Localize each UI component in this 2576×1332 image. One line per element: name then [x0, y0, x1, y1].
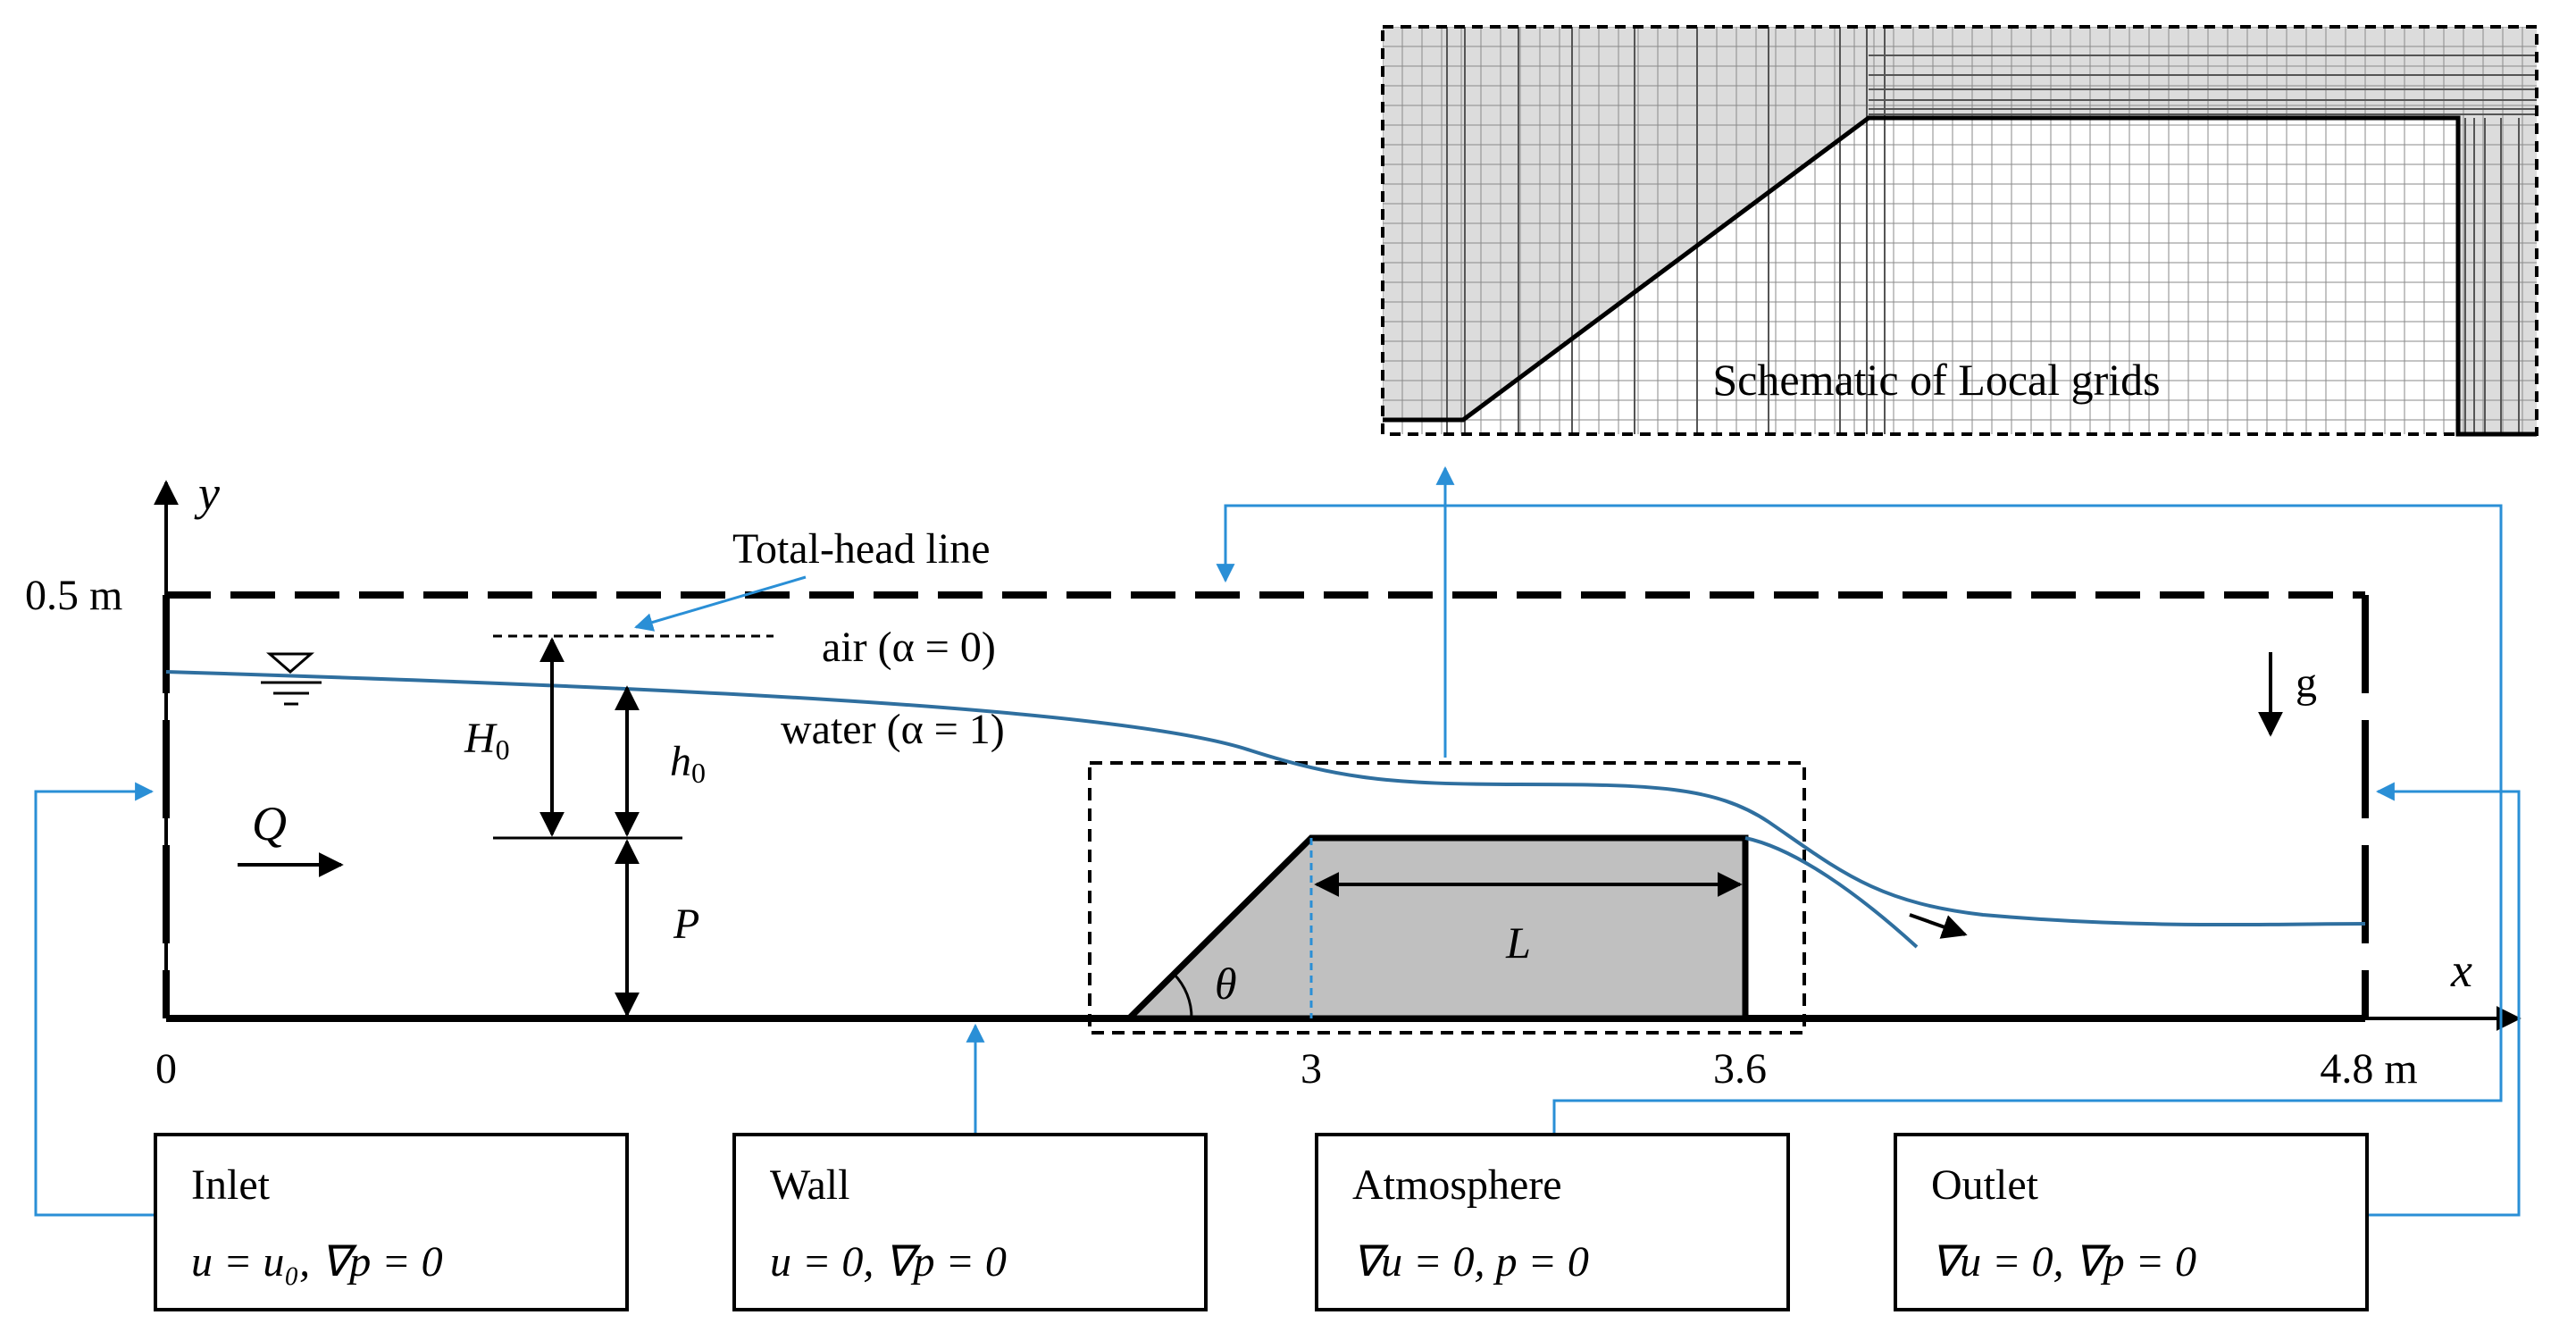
- bc-box-frame: [732, 1133, 1208, 1311]
- total-head-label: Total-head line: [732, 525, 991, 573]
- x-tick-3-6: 3.6: [1713, 1045, 1767, 1093]
- local-region-box: [1088, 761, 1806, 1035]
- y-axis-label: y: [194, 466, 220, 520]
- atmosphere-connector: [1216, 504, 2503, 1135]
- lower-nappe: [1744, 836, 1919, 949]
- bc-name: Outlet: [1931, 1161, 2039, 1209]
- bc-condition: u = u₀, ∇p = 0: [191, 1238, 443, 1286]
- bc-box-atmosphere: Atmosphere ∇u = 0, p = 0: [1315, 1133, 1790, 1311]
- bc-box-inlet: Inlet u = u₀, ∇p = 0: [154, 1133, 629, 1311]
- bc-name: Inlet: [191, 1161, 271, 1209]
- P-label: P: [673, 901, 699, 948]
- x-tick-3: 3: [1301, 1045, 1322, 1093]
- bc-box-frame: [1315, 1133, 1790, 1311]
- inset-caption: Schematic of Local grids: [1712, 355, 2160, 405]
- boundary-connectors: [34, 465, 2521, 1217]
- inlet-connector: [34, 782, 155, 1217]
- jet-direction-arrow: [1909, 913, 1968, 939]
- flow-label: Q: [252, 797, 287, 850]
- bc-condition: ∇u = 0, p = 0: [1352, 1238, 1589, 1286]
- bc-box-outlet: Outlet ∇u = 0, ∇p = 0: [1894, 1133, 2369, 1311]
- H0-label: H0: [464, 715, 510, 766]
- x-tick-0: 0: [155, 1045, 177, 1093]
- weir: θ L: [1121, 834, 1749, 1022]
- length-label: L: [1505, 917, 1531, 968]
- local-grid-inset: Schematic of Local grids: [1381, 25, 2538, 437]
- boundary-condition-boxes: Inlet u = u₀, ∇p = 0 Wall u = 0, ∇p = 0 Atmo…: [154, 1133, 2369, 1311]
- h0-label: h0: [670, 738, 706, 789]
- theta-arc: [1172, 972, 1193, 1019]
- water-label: water (α = 1): [781, 706, 1005, 753]
- x-tick-4-8: 4.8 m: [2320, 1045, 2417, 1093]
- water-surface: [165, 652, 2366, 949]
- air-label: air (α = 0): [822, 624, 996, 671]
- inset-frame: [1381, 25, 2538, 436]
- total-head-leader: [633, 575, 807, 632]
- grid-lines: [1383, 27, 2537, 434]
- upper-nappe: [165, 670, 2366, 927]
- theta-label: θ: [1215, 959, 1237, 1009]
- x-axis-label: x: [2450, 943, 2472, 997]
- bc-box-frame: [1894, 1133, 2369, 1311]
- bc-box-frame: [154, 1133, 629, 1311]
- flow-labels: Total-head line air (α = 0) water (α = 1…: [238, 525, 2317, 1018]
- bc-name: Wall: [770, 1161, 849, 1209]
- y-top-label: 0.5 m: [25, 572, 122, 619]
- outlet-connector: [2365, 782, 2521, 1217]
- bc-box-wall: Wall u = 0, ∇p = 0: [732, 1133, 1208, 1311]
- gravity-label: g: [2296, 659, 2317, 707]
- free-surface-icon: [261, 652, 322, 706]
- bc-condition: u = 0, ∇p = 0: [770, 1238, 1007, 1286]
- grid-region: [1383, 27, 2537, 434]
- axes: y x 0.5 m 0 3 3.6 4.8 m: [25, 466, 2522, 1093]
- bc-condition: ∇u = 0, ∇p = 0: [1931, 1238, 2196, 1286]
- bc-name: Atmosphere: [1352, 1161, 1562, 1209]
